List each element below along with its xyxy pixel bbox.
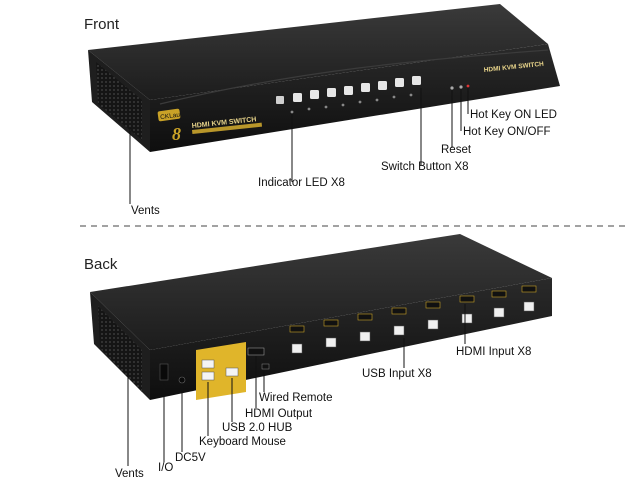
callout-usb-hub: USB 2.0 HUB: [222, 422, 293, 434]
console-port-block: [196, 342, 246, 400]
usb-input-port-4: [393, 325, 405, 336]
indicator-led-8: [409, 93, 413, 97]
indicator-led-7: [392, 95, 396, 99]
brand-badge-text: CKLau: [160, 111, 181, 121]
switch-button-1[interactable]: [293, 93, 302, 102]
switch-button-7[interactable]: [395, 78, 404, 87]
keyboard-port: [201, 371, 215, 381]
usb-input-port-5: [427, 319, 439, 330]
front-section-label: Front: [84, 16, 120, 33]
back-panel-face: [150, 278, 552, 400]
usb-hub-port: [201, 359, 215, 369]
hdmi-input-port-4: [391, 307, 407, 315]
back-leader-lines: [127, 304, 466, 466]
back-section-label: Back: [84, 256, 118, 273]
callout-io: I/O: [158, 462, 174, 474]
front-kvm-switch: CKLau 8 HDMI KVM SWITCH HDMI KVM SWITCH: [88, 4, 560, 152]
hdmi-input-port-8: [521, 285, 537, 293]
indicator-led-4: [341, 103, 345, 107]
callout-hdmi-input: HDMI Input X8: [456, 346, 532, 358]
brand-badge: [157, 108, 181, 122]
callout-hdmi-output: HDMI Output: [245, 408, 313, 420]
indicator-led-5: [358, 100, 362, 104]
hotkey-led: [466, 84, 470, 88]
callout-indicator-led: Indicator LED X8: [258, 177, 345, 189]
callout-wired-remote: Wired Remote: [259, 392, 333, 404]
indicator-led-2: [307, 107, 311, 111]
front-top-surface: [88, 4, 548, 100]
input-ports: [289, 285, 537, 354]
usb-input-port-6: [461, 313, 473, 324]
hdmi-input-port-6: [459, 295, 475, 303]
indicator-led-3: [324, 105, 328, 109]
switch-button-2[interactable]: [310, 90, 319, 99]
callout-switch-button: Switch Button X8: [381, 161, 469, 173]
callout-back-vents: Vents: [115, 468, 144, 480]
hotkey-onoff-button[interactable]: [459, 85, 463, 89]
switch-button-5[interactable]: [361, 83, 370, 92]
switch-button-3[interactable]: [327, 88, 336, 97]
usb-input-port-1: [291, 343, 303, 354]
indicator-leds: [290, 93, 413, 114]
front-title-underbar: [192, 122, 263, 134]
usb-input-port-3: [359, 331, 371, 342]
hdmi-input-port-1: [289, 325, 305, 333]
wired-remote-port: [261, 363, 270, 370]
callout-hotkey-led: Hot Key ON LED: [470, 109, 557, 121]
switch-button-6[interactable]: [378, 81, 387, 90]
switch-buttons: [293, 76, 421, 102]
hdmi-input-port-5: [425, 301, 441, 309]
port-count-numeral: 8: [172, 124, 181, 144]
front-vents: [96, 62, 142, 140]
hdmi-input-port-7: [491, 290, 507, 298]
hdmi-output-port: [247, 347, 265, 356]
mouse-port: [225, 367, 239, 377]
callout-reset: Reset: [441, 144, 472, 156]
reset-button[interactable]: [450, 86, 454, 90]
indicator-led-1: [290, 110, 294, 114]
hdmi-input-port-2: [323, 319, 339, 327]
back-top-surface: [90, 234, 552, 350]
power-switch[interactable]: [159, 363, 169, 381]
front-leader-lines: [129, 88, 469, 204]
select-button[interactable]: [276, 96, 284, 104]
dc-power-jack: [178, 376, 186, 384]
usb-input-port-7: [493, 307, 505, 318]
callout-hotkey-onoff: Hot Key ON/OFF: [463, 126, 551, 138]
callout-dc5v: DC5V: [175, 452, 206, 464]
usb-input-port-8: [523, 301, 535, 312]
back-kvm-switch: [90, 234, 552, 400]
hdmi-input-port-3: [357, 313, 373, 321]
switch-button-4[interactable]: [344, 86, 353, 95]
switch-button-8[interactable]: [412, 76, 421, 85]
usb-input-port-2: [325, 337, 337, 348]
callout-front-vents: Vents: [131, 205, 160, 217]
front-swoosh: [159, 49, 549, 105]
callout-usb-input: USB Input X8: [362, 368, 432, 380]
indicator-led-6: [375, 98, 379, 102]
back-vents: [98, 306, 142, 392]
callout-keyboard-mouse: Keyboard Mouse: [199, 436, 286, 448]
